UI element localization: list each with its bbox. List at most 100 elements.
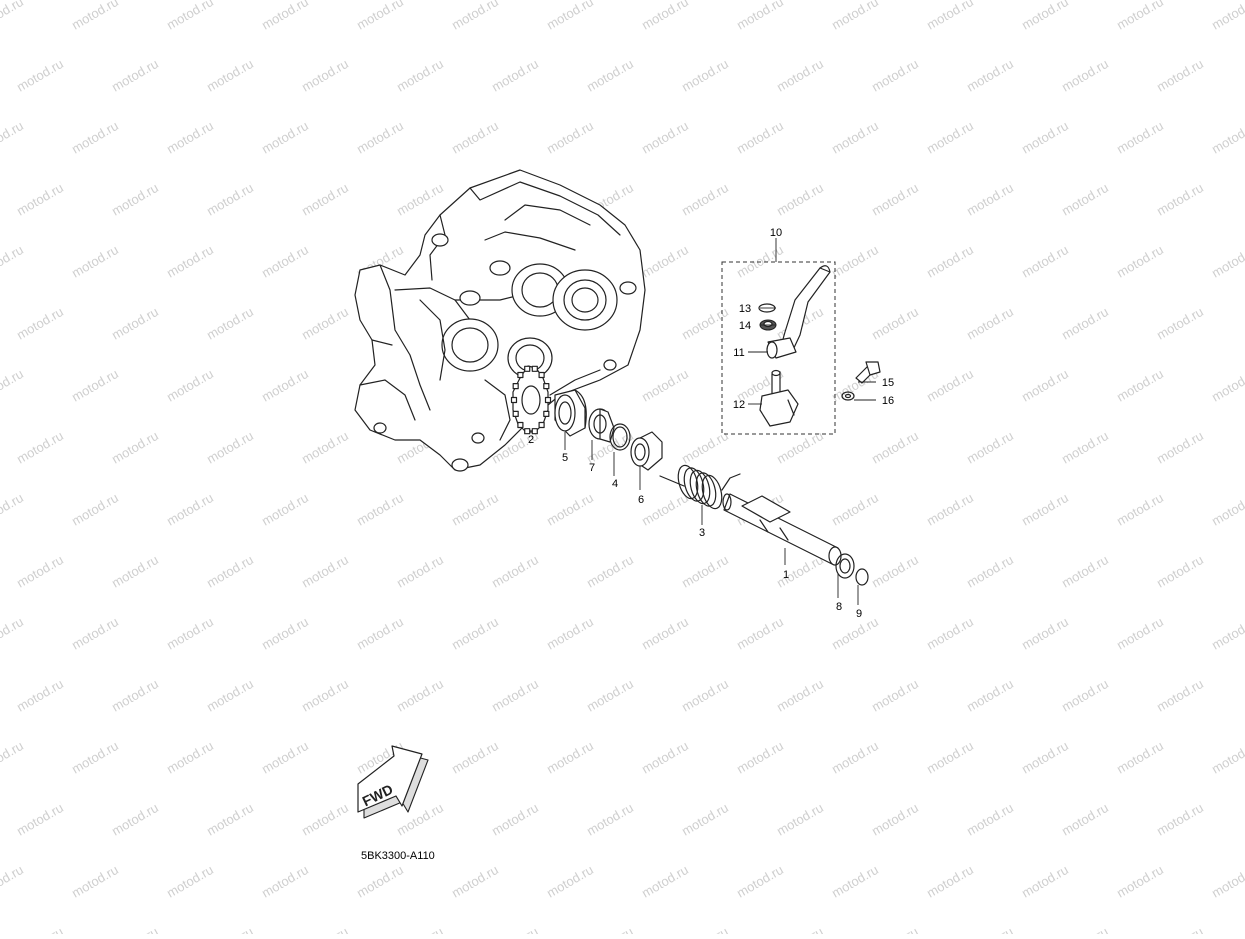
svg-text:motod.ru: motod.ru	[204, 180, 256, 219]
svg-text:motod.ru: motod.ru	[734, 0, 786, 33]
svg-text:motod.ru: motod.ru	[639, 614, 691, 653]
svg-text:motod.ru: motod.ru	[259, 862, 311, 901]
callout-9: 9	[856, 608, 862, 620]
svg-text:motod.ru: motod.ru	[964, 924, 1016, 934]
svg-text:motod.ru: motod.ru	[109, 180, 161, 219]
svg-text:motod.ru: motod.ru	[869, 924, 921, 934]
svg-text:motod.ru: motod.ru	[584, 676, 636, 715]
shaft-part-1	[722, 493, 842, 566]
callout-labels: 2 5 7 4 6 3 1 8 9 10 13 14 11 12 15 16	[528, 227, 894, 620]
svg-text:motod.ru: motod.ru	[964, 800, 1016, 839]
svg-text:motod.ru: motod.ru	[544, 614, 596, 653]
svg-text:motod.ru: motod.ru	[1059, 676, 1111, 715]
svg-text:motod.ru: motod.ru	[204, 800, 256, 839]
svg-text:motod.ru: motod.ru	[869, 676, 921, 715]
svg-text:motod.ru: motod.ru	[1019, 0, 1071, 33]
svg-text:motod.ru: motod.ru	[829, 862, 881, 901]
svg-text:motod.ru: motod.ru	[924, 490, 976, 529]
svg-text:motod.ru: motod.ru	[924, 614, 976, 653]
callout-3: 3	[699, 527, 705, 539]
svg-text:motod.ru: motod.ru	[1114, 366, 1166, 405]
svg-text:motod.ru: motod.ru	[964, 180, 1016, 219]
svg-text:motod.ru: motod.ru	[829, 738, 881, 777]
svg-text:motod.ru: motod.ru	[1019, 242, 1071, 281]
gear-part-2	[510, 365, 552, 435]
svg-text:motod.ru: motod.ru	[299, 304, 351, 343]
callout-4: 4	[612, 478, 618, 490]
svg-text:motod.ru: motod.ru	[394, 924, 446, 934]
svg-text:motod.ru: motod.ru	[449, 118, 501, 157]
svg-text:motod.ru: motod.ru	[449, 0, 501, 33]
svg-text:motod.ru: motod.ru	[14, 428, 66, 467]
svg-text:motod.ru: motod.ru	[0, 118, 26, 157]
svg-text:motod.ru: motod.ru	[774, 676, 826, 715]
svg-text:motod.ru: motod.ru	[774, 924, 826, 934]
svg-text:motod.ru: motod.ru	[204, 676, 256, 715]
svg-text:motod.ru: motod.ru	[259, 738, 311, 777]
callout-15: 15	[882, 377, 894, 389]
callout-7: 7	[589, 462, 595, 474]
callout-5: 5	[562, 452, 568, 464]
svg-text:motod.ru: motod.ru	[1209, 862, 1245, 901]
svg-text:motod.ru: motod.ru	[734, 738, 786, 777]
svg-text:motod.ru: motod.ru	[869, 552, 921, 591]
svg-text:motod.ru: motod.ru	[0, 614, 26, 653]
svg-text:motod.ru: motod.ru	[109, 304, 161, 343]
svg-text:motod.ru: motod.ru	[734, 118, 786, 157]
svg-text:motod.ru: motod.ru	[394, 552, 446, 591]
callout-2: 2	[528, 434, 534, 446]
svg-text:motod.ru: motod.ru	[679, 180, 731, 219]
svg-text:motod.ru: motod.ru	[1114, 614, 1166, 653]
svg-text:motod.ru: motod.ru	[14, 552, 66, 591]
svg-text:motod.ru: motod.ru	[679, 924, 731, 934]
svg-text:motod.ru: motod.ru	[14, 924, 66, 934]
svg-text:motod.ru: motod.ru	[0, 0, 26, 33]
svg-text:motod.ru: motod.ru	[164, 490, 216, 529]
svg-text:motod.ru: motod.ru	[164, 118, 216, 157]
svg-text:motod.ru: motod.ru	[1114, 490, 1166, 529]
svg-text:motod.ru: motod.ru	[1114, 862, 1166, 901]
svg-text:motod.ru: motod.ru	[394, 56, 446, 95]
svg-text:motod.ru: motod.ru	[109, 800, 161, 839]
svg-text:motod.ru: motod.ru	[869, 56, 921, 95]
svg-text:motod.ru: motod.ru	[639, 738, 691, 777]
kick-crank-assembly-box	[721, 261, 836, 435]
svg-text:motod.ru: motod.ru	[1209, 490, 1245, 529]
svg-text:motod.ru: motod.ru	[1059, 56, 1111, 95]
svg-text:motod.ru: motod.ru	[964, 304, 1016, 343]
svg-text:motod.ru: motod.ru	[1019, 490, 1071, 529]
svg-text:motod.ru: motod.ru	[679, 800, 731, 839]
svg-text:motod.ru: motod.ru	[1154, 552, 1206, 591]
svg-text:motod.ru: motod.ru	[354, 118, 406, 157]
diagram-reference-code: 5BK3300-A110	[361, 850, 435, 862]
svg-text:motod.ru: motod.ru	[1114, 738, 1166, 777]
svg-text:motod.ru: motod.ru	[449, 862, 501, 901]
svg-text:motod.ru: motod.ru	[924, 366, 976, 405]
svg-text:motod.ru: motod.ru	[1209, 366, 1245, 405]
callout-13: 13	[739, 303, 751, 315]
svg-text:motod.ru: motod.ru	[394, 676, 446, 715]
washer-part-16	[841, 391, 855, 401]
svg-text:motod.ru: motod.ru	[1154, 924, 1206, 934]
svg-text:motod.ru: motod.ru	[489, 56, 541, 95]
svg-text:motod.ru: motod.ru	[774, 552, 826, 591]
svg-text:motod.ru: motod.ru	[1209, 118, 1245, 157]
svg-text:motod.ru: motod.ru	[544, 862, 596, 901]
svg-text:motod.ru: motod.ru	[584, 800, 636, 839]
svg-text:motod.ru: motod.ru	[924, 0, 976, 33]
svg-text:motod.ru: motod.ru	[354, 0, 406, 33]
svg-text:motod.ru: motod.ru	[69, 614, 121, 653]
svg-text:motod.ru: motod.ru	[1209, 614, 1245, 653]
svg-text:motod.ru: motod.ru	[14, 676, 66, 715]
svg-text:motod.ru: motod.ru	[259, 614, 311, 653]
svg-text:motod.ru: motod.ru	[734, 242, 786, 281]
svg-text:motod.ru: motod.ru	[14, 56, 66, 95]
svg-text:motod.ru: motod.ru	[544, 490, 596, 529]
svg-text:motod.ru: motod.ru	[164, 0, 216, 33]
svg-text:motod.ru: motod.ru	[829, 490, 881, 529]
svg-text:motod.ru: motod.ru	[924, 242, 976, 281]
kick-boss-part-12	[759, 369, 799, 427]
spring-guide-part-6	[630, 431, 663, 471]
svg-text:motod.ru: motod.ru	[924, 862, 976, 901]
